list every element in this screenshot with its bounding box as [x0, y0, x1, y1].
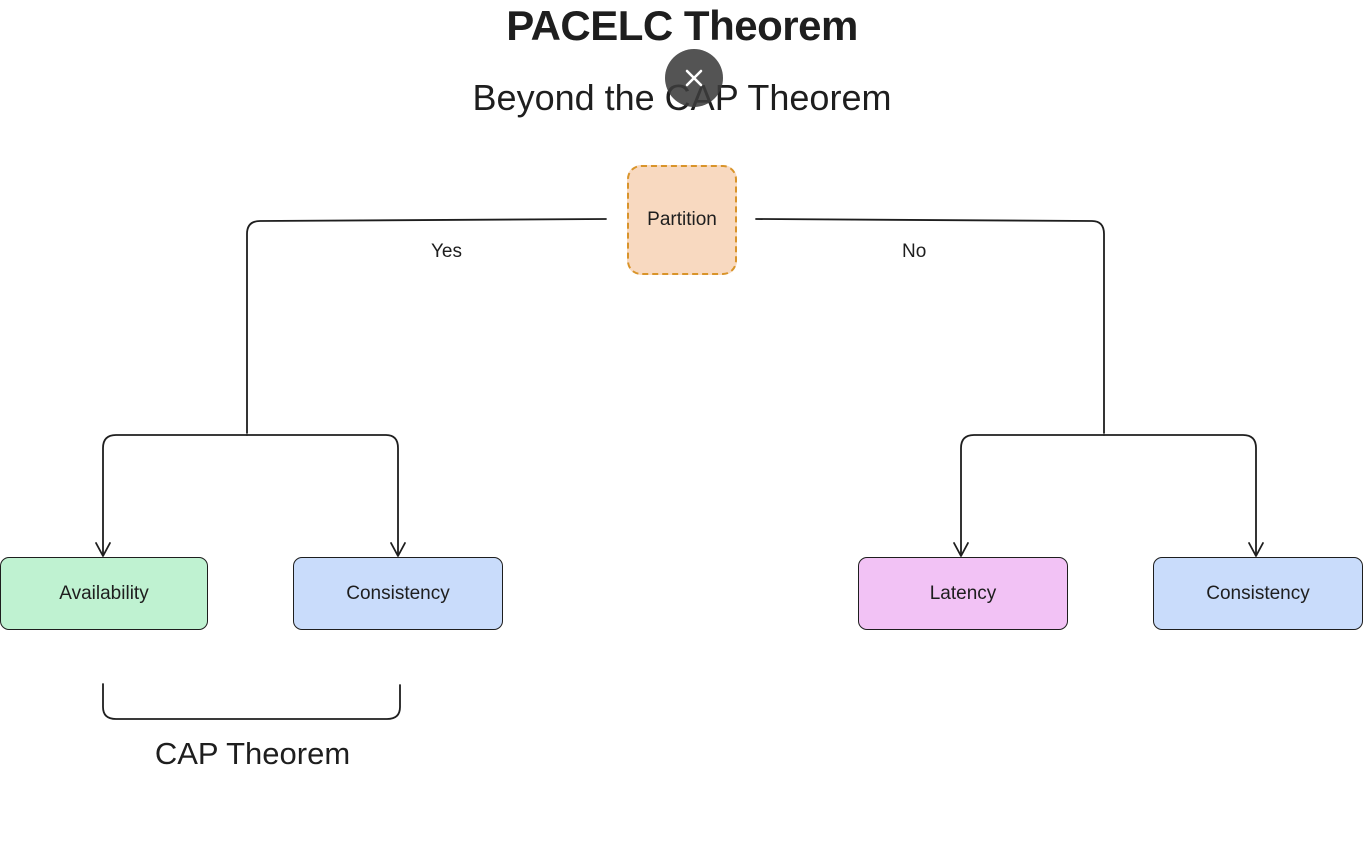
- left-split-line: [102, 434, 248, 556]
- consistency-right-node[interactable]: Consistency: [1153, 557, 1363, 630]
- arrow-consistency-left: [390, 542, 406, 557]
- cap-bracket: [102, 683, 401, 720]
- latency-label: Latency: [929, 582, 997, 604]
- close-icon: [685, 69, 703, 87]
- latency-node[interactable]: Latency: [858, 557, 1068, 630]
- arrow-availability: [95, 542, 111, 557]
- left-split-line-2: [246, 434, 399, 556]
- right-split-line: [960, 434, 1105, 556]
- yes-edge-label: Yes: [431, 241, 462, 262]
- consistency-right-label: Consistency: [1206, 582, 1310, 604]
- cap-theorem-label: CAP Theorem: [154, 736, 351, 771]
- partition-label: Partition: [647, 209, 717, 230]
- no-branch-line: [755, 218, 1105, 434]
- right-split-line-2: [1103, 434, 1257, 556]
- arrow-latency: [953, 542, 969, 557]
- arrow-consistency-right: [1248, 542, 1264, 557]
- availability-node[interactable]: Availability: [0, 557, 208, 630]
- diagram-title: PACELC Theorem: [506, 2, 858, 49]
- consistency-left-label: Consistency: [346, 582, 450, 604]
- yes-branch-line: [246, 218, 607, 434]
- consistency-left-node[interactable]: Consistency: [293, 557, 503, 630]
- partition-node[interactable]: Partition: [627, 165, 737, 275]
- close-button[interactable]: [665, 49, 723, 107]
- no-edge-label: No: [902, 241, 927, 262]
- availability-label: Availability: [59, 582, 149, 604]
